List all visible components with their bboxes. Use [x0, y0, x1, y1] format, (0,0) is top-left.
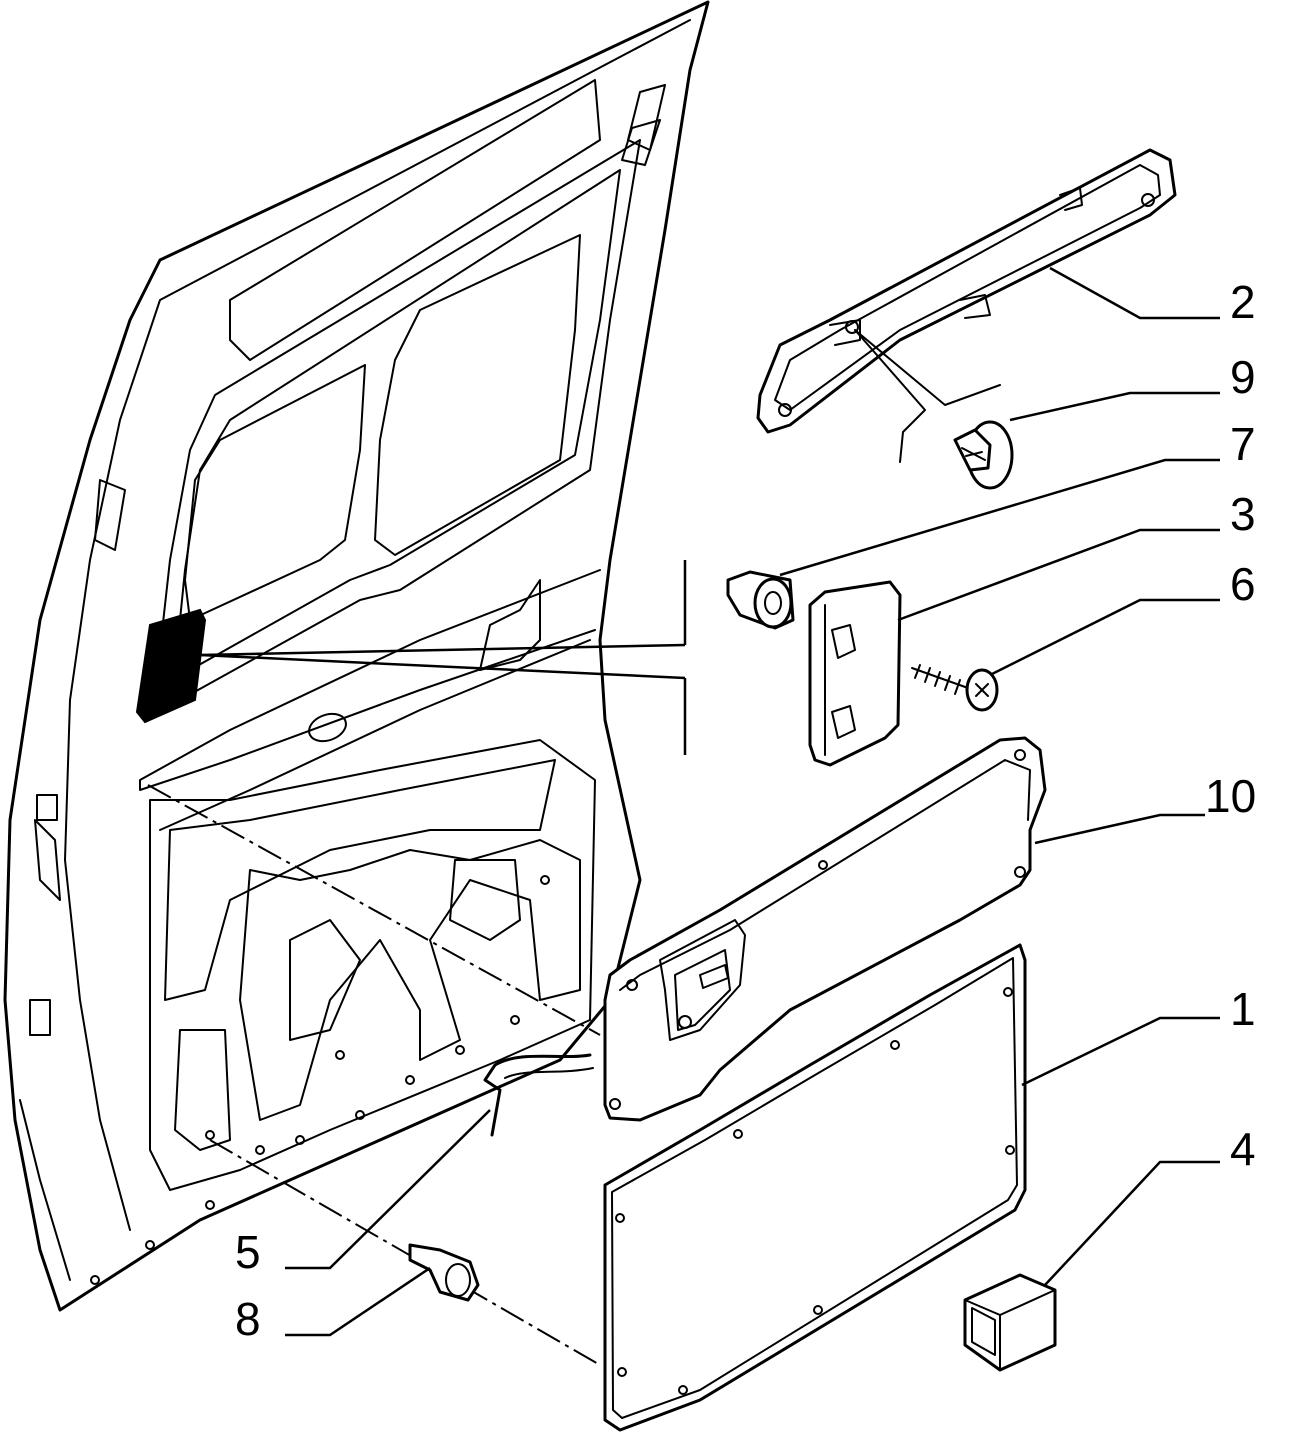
callout-label-9: 9 [1230, 351, 1256, 403]
door-holes [90, 875, 550, 1285]
callout-labels: 2 9 7 3 6 10 1 4 5 8 [235, 276, 1256, 1345]
part-9-clip [953, 420, 1014, 490]
callout-label-3: 3 [1230, 488, 1256, 540]
part-3-mounting-block [808, 580, 902, 767]
part-2-grab-handle [756, 148, 1177, 463]
callout-label-1: 1 [1230, 983, 1256, 1035]
part-1-trim-panel [603, 943, 1027, 1432]
callout-leaders [285, 266, 1220, 1337]
callout-label-7: 7 [1230, 418, 1256, 470]
part-10-armrest [603, 736, 1047, 1122]
alignment-line-lower [209, 1139, 601, 1366]
part-8-fastener [408, 1243, 480, 1302]
callout-label-8: 8 [235, 1293, 261, 1345]
insulation-pad [135, 560, 687, 755]
part-7-nut-insert [726, 570, 795, 630]
callout-label-4: 4 [1230, 1123, 1256, 1175]
alignment-line-upper [147, 784, 601, 1036]
part-6-screw [911, 664, 999, 712]
callout-label-6: 6 [1230, 558, 1256, 610]
door-shell [3, 0, 710, 1312]
part-4-switch [963, 1273, 1057, 1372]
callout-label-5: 5 [235, 1226, 261, 1278]
part-5-wire [483, 1053, 594, 1137]
callout-label-2: 2 [1230, 276, 1256, 328]
callout-label-10: 10 [1205, 770, 1256, 822]
